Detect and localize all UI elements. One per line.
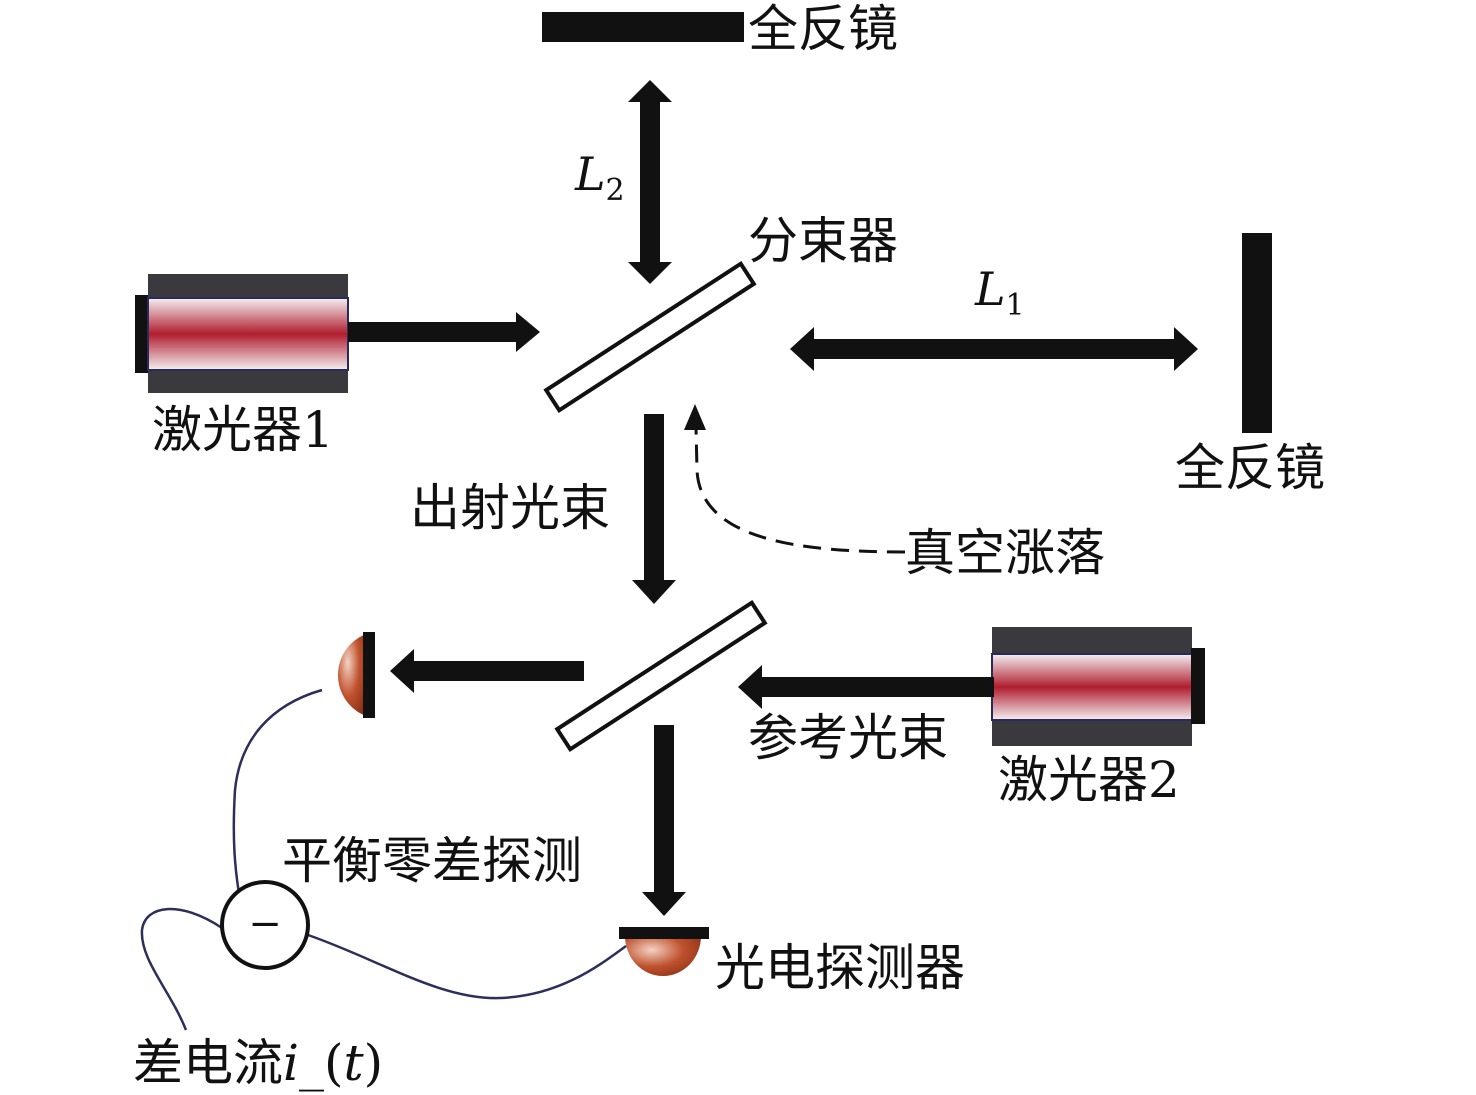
balanced-homodyne-label: 平衡零差探测 [282, 832, 582, 890]
laser-2-label: 激光器2 [998, 751, 1180, 809]
top-mirror-label: 全反镜 [748, 0, 898, 58]
top-mirror [542, 12, 744, 42]
output-beam-arrow [632, 414, 676, 604]
bottom-photodetector [619, 927, 709, 976]
left-detector-beam-arrow [390, 649, 584, 693]
wire-bottom-detector [307, 933, 627, 1000]
left-photodetector [337, 632, 375, 718]
output-beam-label: 出射光束 [410, 479, 610, 537]
laser-1-beam-arrow [348, 312, 540, 352]
beam-splitter-lower [554, 599, 768, 753]
l2-double-arrow [628, 80, 672, 284]
right-mirror-label: 全反镜 [1175, 439, 1325, 497]
bottom-detector-beam-arrow [642, 725, 686, 916]
minus-sign: − [248, 901, 282, 947]
vacuum-fluctuation-label: 真空涨落 [905, 524, 1105, 582]
beam-splitter-label: 分束器 [748, 212, 898, 270]
l1-label: L1 [974, 262, 1025, 323]
l1-double-arrow [790, 327, 1198, 371]
right-mirror [1242, 233, 1272, 433]
laser-1 [135, 274, 349, 393]
reference-beam-label: 参考光束 [748, 709, 948, 767]
difference-current-label: 差电流i_(t) [133, 1034, 383, 1092]
l2-label: L2 [574, 147, 625, 208]
photodetector-label: 光电探测器 [715, 939, 965, 997]
subtractor: − [220, 880, 310, 970]
beam-splitter-upper [543, 260, 757, 414]
reference-beam-arrow [738, 665, 994, 709]
laser-1-label: 激光器1 [152, 401, 334, 459]
laser-2 [991, 627, 1205, 746]
vacuum-fluctuation-arrow [684, 404, 906, 554]
wire-left-detector [232, 688, 323, 901]
wire-output [140, 907, 223, 1031]
